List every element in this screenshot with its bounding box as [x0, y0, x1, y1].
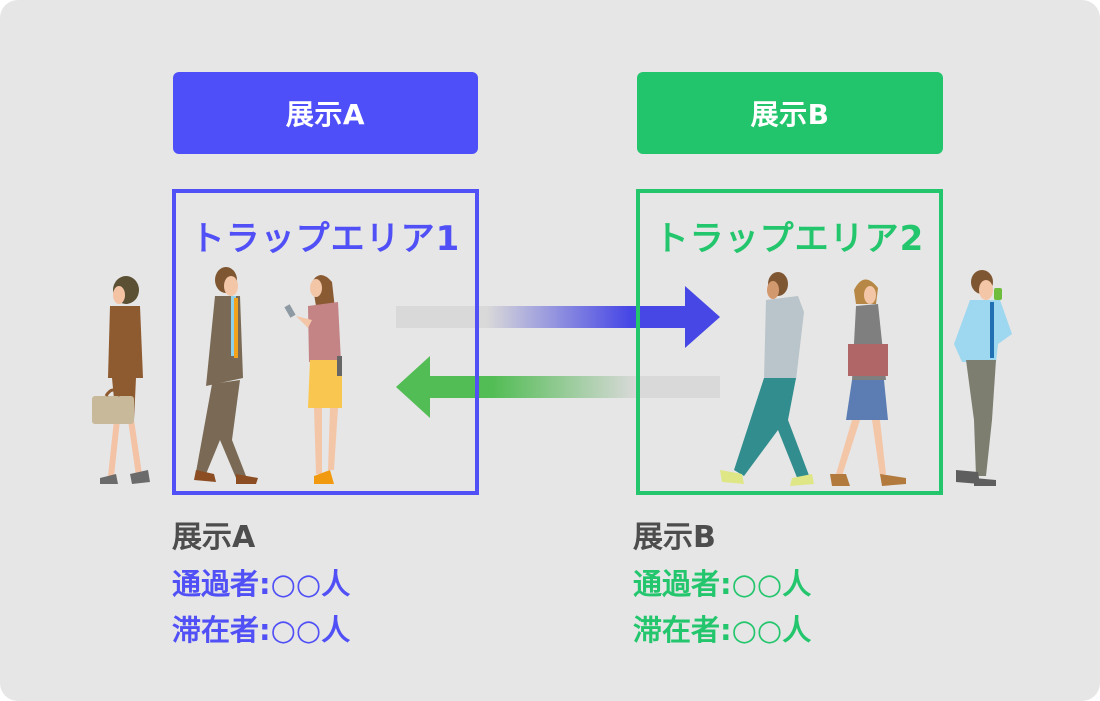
- separator: :: [259, 567, 271, 601]
- man-on-phone-icon: [954, 270, 1012, 486]
- stayers-value: ○○人: [270, 613, 351, 647]
- exhibit-a-header: 展示A: [173, 72, 478, 154]
- exhibit-b-header: 展示B: [637, 72, 943, 154]
- exhibit-a-stats: 展示A 通過者:○○人 滞在者:○○人: [172, 515, 350, 653]
- passers-value: ○○人: [731, 567, 812, 601]
- exhibit-b-header-label: 展示B: [750, 98, 830, 131]
- exhibit-b-stats-title: 展示B: [633, 520, 716, 555]
- exhibit-a-stayers-row: 滞在者:○○人: [172, 607, 350, 653]
- exhibit-a-header-label: 展示A: [285, 98, 366, 131]
- woman-with-briefcase-icon: [92, 276, 150, 484]
- trap-area-2-label: トラップエリア2: [654, 219, 925, 259]
- woman-using-phone-icon: [284, 275, 342, 484]
- stayers-label: 滞在者: [172, 613, 260, 647]
- man-in-hoodie-icon: [720, 272, 814, 486]
- exhibit-b-stayers-row: 滞在者:○○人: [633, 607, 811, 653]
- woman-with-handbag-icon: [830, 279, 906, 486]
- arrow-b-to-a: [396, 356, 720, 418]
- trap-area-1: トラップエリア1: [172, 189, 479, 495]
- stayers-value: ○○人: [731, 613, 812, 647]
- exhibit-a-passers-row: 通過者:○○人: [172, 561, 350, 607]
- exhibit-a-stats-title: 展示A: [172, 520, 256, 555]
- trap-area-2: トラップエリア2: [636, 189, 943, 495]
- passers-label: 通過者: [172, 567, 260, 601]
- separator: :: [720, 567, 732, 601]
- businessman-walking-icon: [194, 267, 258, 484]
- stayers-label: 滞在者: [633, 613, 721, 647]
- exhibit-b-stats: 展示B 通過者:○○人 滞在者:○○人: [633, 515, 811, 653]
- exhibit-b-passers-row: 通過者:○○人: [633, 561, 811, 607]
- separator: :: [720, 613, 732, 647]
- arrow-a-to-b: [396, 286, 720, 348]
- trap-area-1-label: トラップエリア1: [190, 219, 461, 259]
- passers-label: 通過者: [633, 567, 721, 601]
- passers-value: ○○人: [270, 567, 351, 601]
- separator: :: [259, 613, 271, 647]
